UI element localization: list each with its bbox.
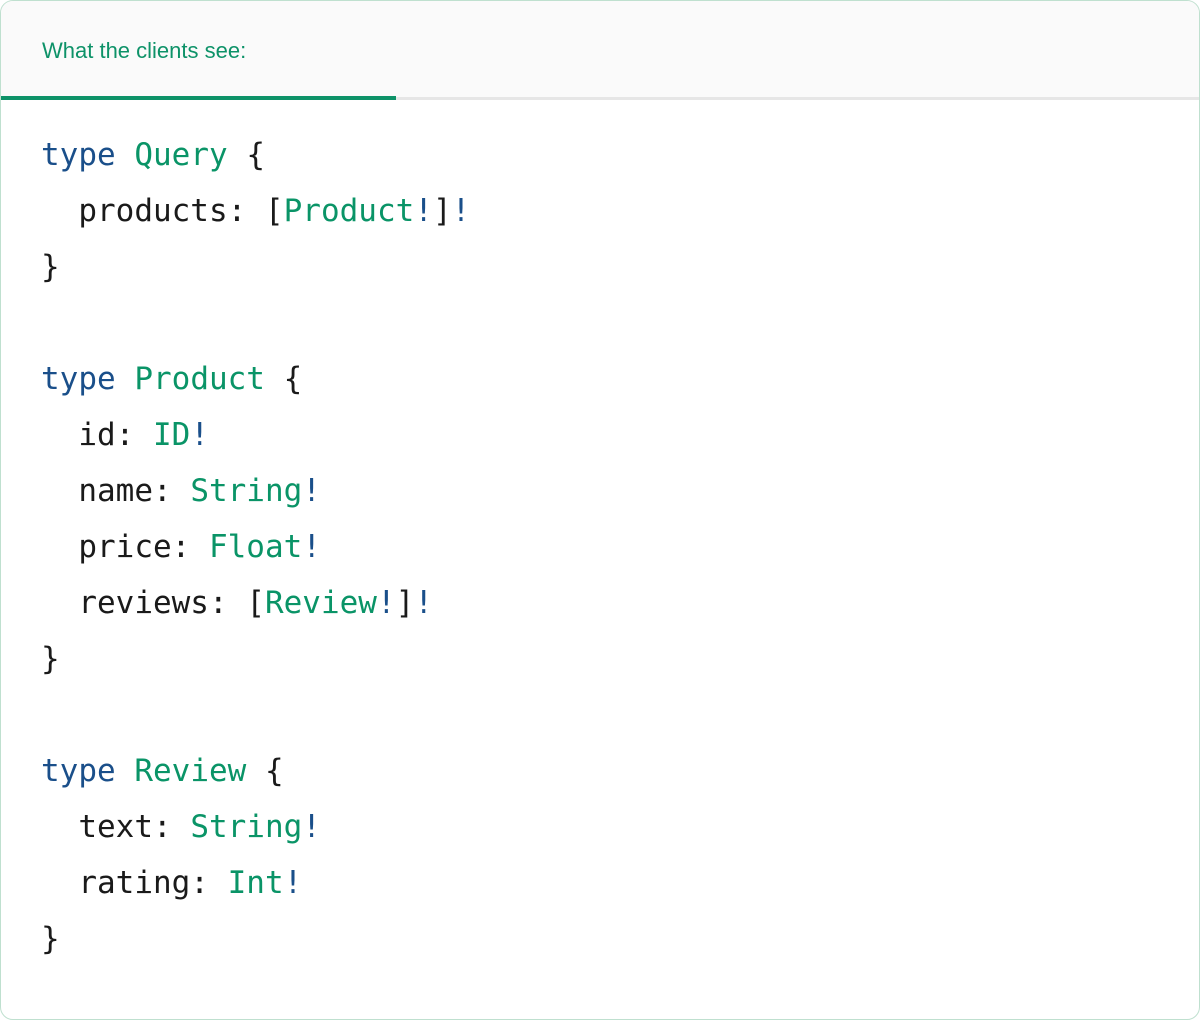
code-token-type: Float (208, 529, 303, 565)
code-token-field: name: (78, 473, 191, 509)
code-token-pun: { (264, 361, 303, 397)
code-token-bang: ! (302, 809, 321, 845)
code-token-type: Int (227, 865, 284, 901)
code-line: } (1, 911, 1199, 967)
code-token-pun: { (246, 753, 284, 789)
code-line: id: ID! (1, 407, 1199, 463)
code-token-pun (116, 753, 135, 789)
code-token-type: Product (283, 193, 415, 229)
code-blank-line (1, 687, 1199, 743)
code-token-pun: [ (264, 193, 284, 229)
tab-label: What the clients see: (42, 37, 247, 63)
tab-bar: What the clients see: (1, 1, 1199, 100)
code-token-pun: } (41, 921, 60, 957)
code-line: } (1, 631, 1199, 687)
code-token-bang: ! (302, 473, 321, 509)
code-line: type Review { (1, 743, 1199, 799)
code-line: type Query { (1, 127, 1199, 183)
code-token-bang: ! (302, 529, 321, 565)
code-line: } (1, 239, 1199, 295)
code-token-field: id: (78, 417, 153, 453)
code-token-type: String (190, 473, 303, 509)
schema-code-block: type Query { products: [Product!]!}type … (1, 100, 1199, 967)
code-line: price: Float! (1, 519, 1199, 575)
code-token-type: Product (134, 361, 265, 397)
code-line: products: [Product!]! (1, 183, 1199, 239)
code-token-pun: { (227, 137, 265, 173)
code-token-pun (116, 137, 135, 173)
code-token-field: price: (78, 529, 209, 565)
code-token-kw: type (41, 137, 116, 173)
code-blank-line (1, 295, 1199, 351)
code-line: name: String! (1, 463, 1199, 519)
code-token-pun: } (41, 249, 60, 285)
code-token-pun: ] (432, 193, 452, 229)
code-token-field: text: (78, 809, 191, 845)
code-token-bang: ! (376, 585, 396, 621)
code-token-bang: ! (414, 193, 433, 229)
tab-what-the-clients-see[interactable]: What the clients see: (1, 1, 396, 100)
code-line: rating: Int! (1, 855, 1199, 911)
code-token-pun (116, 361, 135, 397)
code-token-bang: ! (451, 193, 471, 229)
code-line: text: String! (1, 799, 1199, 855)
code-token-type: ID (152, 417, 191, 453)
code-token-bang: ! (283, 865, 303, 901)
code-token-field: products: (78, 193, 265, 229)
code-token-pun: } (41, 641, 60, 677)
code-token-bang: ! (414, 585, 433, 621)
code-token-bang: ! (190, 417, 209, 453)
code-token-pun: [ (246, 585, 265, 621)
code-token-type: Review (264, 585, 377, 621)
code-token-type: Query (134, 137, 228, 173)
code-token-field: rating: (78, 865, 228, 901)
code-token-kw: type (41, 753, 116, 789)
code-token-field: reviews: (78, 585, 247, 621)
code-token-kw: type (41, 361, 116, 397)
code-line: reviews: [Review!]! (1, 575, 1199, 631)
code-token-type: Review (134, 753, 247, 789)
code-token-pun: ] (395, 585, 415, 621)
code-line: type Product { (1, 351, 1199, 407)
code-token-type: String (190, 809, 303, 845)
